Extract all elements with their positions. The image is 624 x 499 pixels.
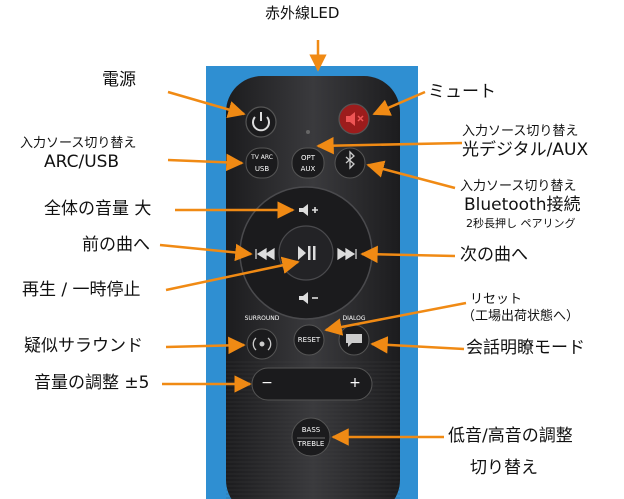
arrow-arc-usb — [167, 153, 244, 172]
treble-button-label: TREBLE — [297, 440, 325, 448]
label-bass-treble-1: 低音/高音の調整 — [448, 426, 573, 446]
label-power: 電源 — [102, 70, 136, 90]
opt-button-label: OPT — [300, 154, 315, 162]
arc-usb-button[interactable] — [245, 147, 279, 179]
dialog-button-label: DIALOG — [342, 315, 366, 322]
play-icon — [298, 246, 306, 260]
opt-aux-button[interactable] — [291, 147, 325, 179]
volume-rocker[interactable] — [251, 367, 373, 401]
volume-up-icon[interactable] — [299, 204, 308, 216]
bass-button-label: BASS — [301, 426, 321, 434]
pause-icon-bar2 — [313, 246, 316, 260]
label-source-opt-aux-1: 入力ソース切り替え — [462, 124, 579, 139]
arrow-bluetooth — [366, 160, 456, 190]
arrow-prev — [159, 243, 253, 262]
bass-treble-button[interactable] — [291, 417, 331, 457]
reset-button[interactable] — [293, 324, 325, 356]
reset-button-label: RESET — [297, 336, 321, 344]
volume-minus-label: − — [261, 375, 273, 391]
label-volume-up: 全体の音量 大 — [44, 199, 152, 219]
tv-arc-button-label: TV ARC — [251, 154, 273, 161]
surround-icon-dot — [259, 341, 265, 347]
label-source-arc-usb-2: ARC/USB — [44, 152, 120, 172]
label-prev-track: 前の曲へ — [82, 235, 150, 255]
volume-plus-label: + — [349, 375, 361, 391]
label-bass-treble-2: 切り替え — [470, 458, 538, 478]
arrow-opt-aux — [316, 136, 463, 155]
label-dialog: 会話明瞭モード — [466, 338, 585, 358]
label-reset-1: リセット — [470, 292, 523, 307]
label-next-track: 次の曲へ — [460, 245, 528, 265]
label-source-bt-2: Bluetooth接続 — [464, 195, 581, 215]
volume-down-icon[interactable] — [299, 292, 308, 304]
pause-icon-bar1 — [308, 246, 311, 260]
label-source-bt-3: 2秒長押し ペアリング — [466, 217, 576, 230]
arrow-surround — [165, 336, 246, 355]
arrow-dialog — [370, 336, 465, 354]
label-source-arc-usb-1: 入力ソース切り替え — [20, 136, 137, 151]
label-ir-led: 赤外線LED — [265, 4, 340, 22]
label-volume-adjust: 音量の調整 ±5 — [34, 373, 150, 393]
arrow-mute — [372, 90, 426, 116]
aux-button-label: AUX — [300, 165, 316, 173]
arrow-power — [167, 90, 246, 119]
bluetooth-icon — [345, 150, 355, 170]
next-track-icon[interactable] — [337, 247, 357, 261]
usb-button-label: USB — [254, 165, 270, 173]
arrow-reset — [324, 301, 467, 336]
dialog-icon — [346, 334, 362, 347]
volume-plus-icon — [312, 207, 318, 213]
mute-icon — [346, 112, 355, 126]
label-play-pause: 再生 / 一時停止 — [22, 280, 141, 300]
ir-led-dot — [306, 130, 310, 134]
surround-button-label: SURROUND — [244, 315, 280, 322]
prev-track-icon[interactable] — [255, 247, 275, 261]
label-reset-2: （工場出荷状態へ） — [462, 309, 580, 324]
label-source-bt-1: 入力ソース切り替え — [460, 179, 577, 194]
label-source-opt-aux-2: 光デジタル/AUX — [462, 140, 589, 160]
label-surround: 疑似サラウンド — [24, 336, 143, 356]
arrow-next — [360, 245, 456, 264]
surround-icon — [252, 337, 272, 351]
label-mute: ミュート — [428, 82, 496, 102]
arrow-play-pause — [165, 256, 300, 292]
callout-arrows — [159, 40, 467, 446]
power-icon — [252, 116, 270, 132]
power-button[interactable] — [245, 106, 277, 138]
mute-x-icon — [357, 115, 364, 122]
